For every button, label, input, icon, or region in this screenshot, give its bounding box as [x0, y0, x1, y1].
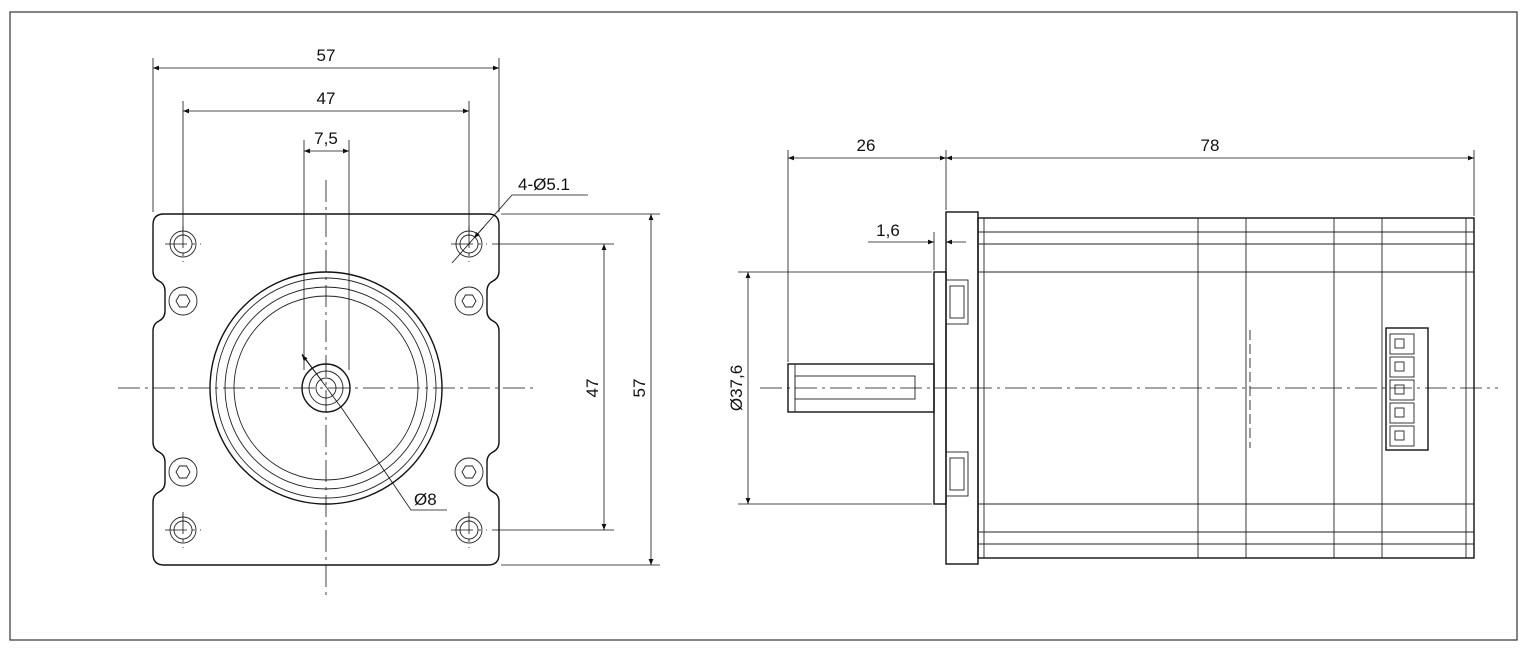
dim-shaft-diameter: Ø8	[414, 490, 437, 509]
dim-hole-spacing-h: 47	[317, 89, 336, 108]
dim-pilot-diameter: Ø37,6	[727, 365, 746, 411]
dim-shaft-flat: 7,5	[314, 129, 338, 148]
screw-br	[454, 457, 484, 487]
dim-shaft-length: 26	[857, 136, 876, 155]
connector	[1385, 327, 1429, 451]
leader-shaft-diameter	[301, 353, 447, 511]
drawing-frame	[9, 11, 1518, 641]
flange-slot-bottom	[945, 451, 969, 497]
screw-tl	[168, 286, 198, 316]
dim-flange-step: 1,6	[876, 221, 900, 240]
dim-hole-spacing-v: 47	[583, 379, 602, 398]
leader-hole-callout	[451, 194, 588, 264]
dim-hole-callout: 4-Ø5.1	[518, 175, 570, 194]
dim-overall-height: 57	[630, 379, 649, 398]
dim-overall-width: 57	[317, 46, 336, 65]
flange-slot-top	[945, 279, 969, 325]
screw-tr	[454, 286, 484, 316]
shaft-keyway	[794, 375, 916, 400]
side-view: 26 78 1,6 Ø37,6	[727, 136, 1498, 565]
dim-body-length: 78	[1201, 136, 1220, 155]
pilot-ring-3	[224, 286, 428, 490]
front-view: 57 47 7,5 4-Ø5.1 47 57 Ø8	[118, 46, 660, 598]
screw-bl	[168, 457, 198, 487]
motor-face-outline	[152, 213, 500, 566]
